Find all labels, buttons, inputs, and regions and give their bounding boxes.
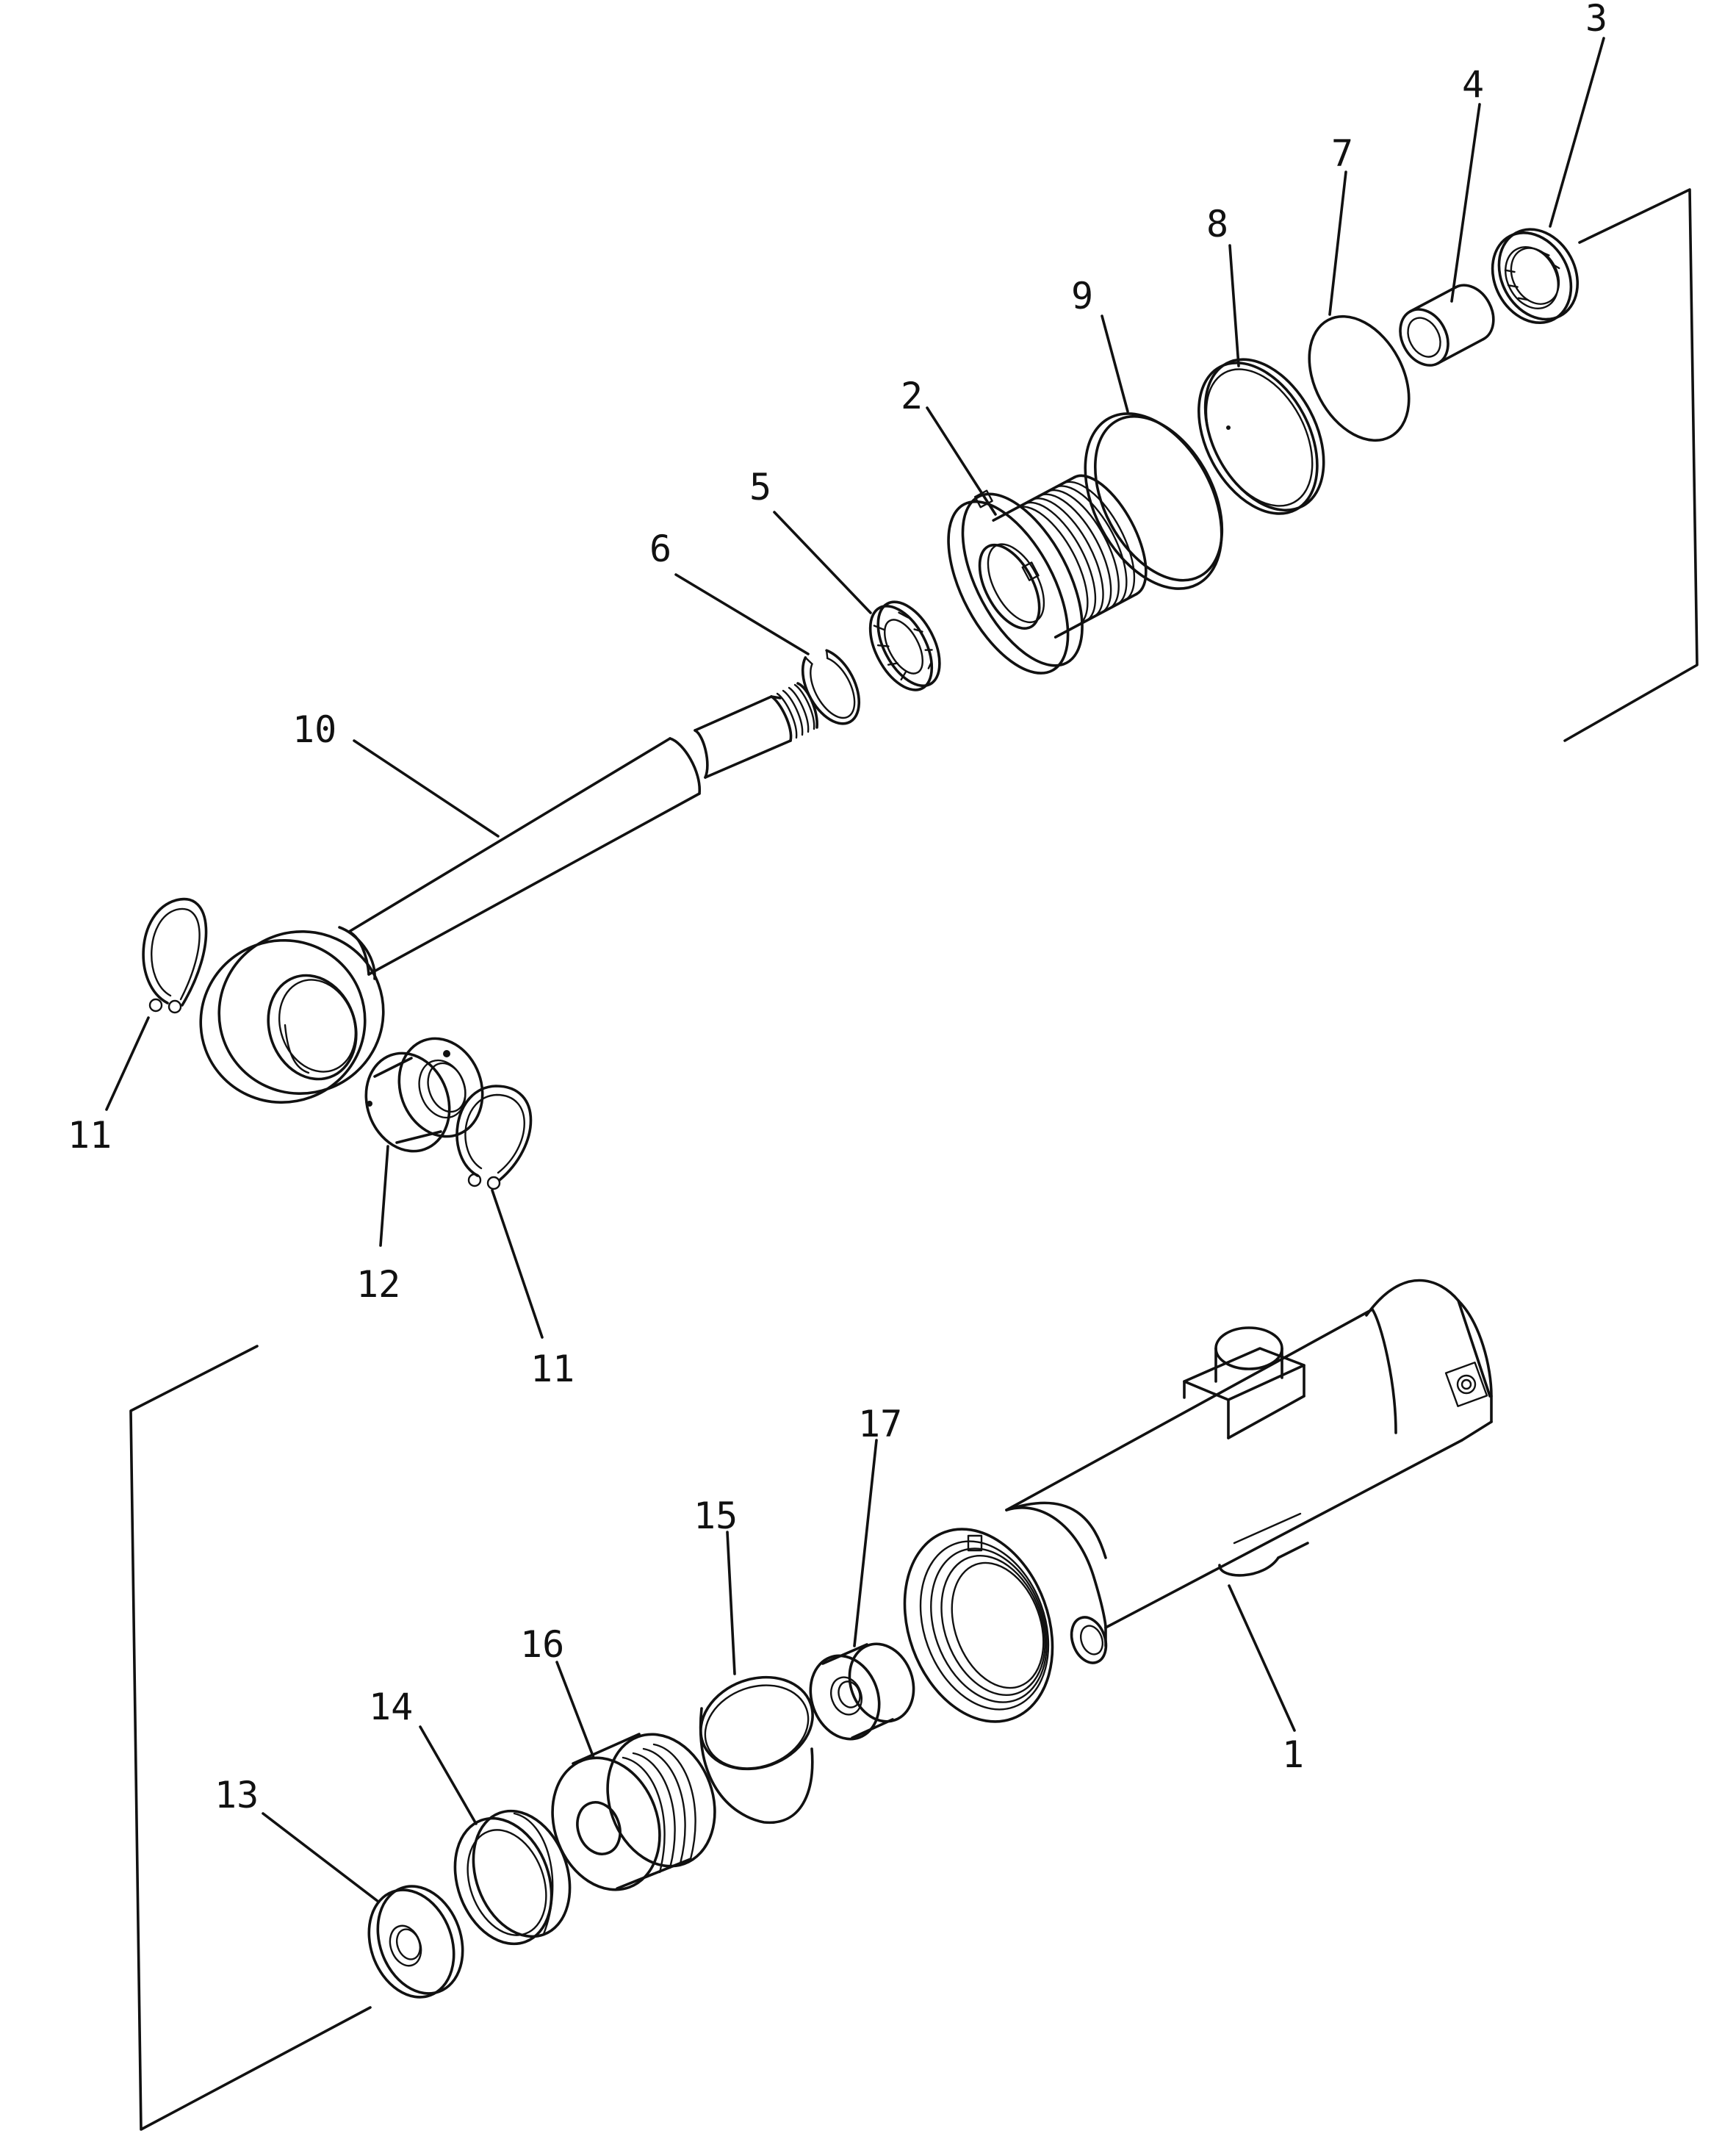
- callout-7: 7: [1331, 132, 1353, 175]
- callout-8: 8: [1206, 203, 1228, 245]
- callout-10: 10: [292, 708, 336, 751]
- callout-13: 13: [215, 1774, 259, 1816]
- piston-seal-part: [699, 1675, 814, 1825]
- cylinder-head-part: [947, 474, 1148, 675]
- callout-5: 5: [749, 466, 771, 508]
- retaining-ring-part-left: [142, 897, 208, 1014]
- callout-15: 15: [694, 1495, 738, 1537]
- spherical-bushing-part: [364, 1037, 484, 1153]
- callout-4: 4: [1462, 63, 1484, 106]
- callout-12: 12: [356, 1263, 400, 1306]
- callout-11-left: 11: [68, 1114, 112, 1157]
- callout-9: 9: [1071, 275, 1093, 317]
- callout-2: 2: [901, 375, 923, 417]
- callout-16: 16: [520, 1623, 564, 1666]
- o-ring-part: [1308, 314, 1411, 442]
- piston-rod-part: [199, 682, 818, 1104]
- bracket-lower: [129, 1345, 372, 2131]
- callout-6: 6: [649, 528, 671, 570]
- rod-seal-part: [868, 600, 941, 691]
- piston-nut-part: [809, 1642, 915, 1741]
- backup-ring-part: [1197, 358, 1325, 515]
- dust-seal-part: [1491, 228, 1580, 324]
- callout-labels: 1 2 3 4 5 6 7 8 9 10 11 11 12 13 14 15 1…: [68, 0, 1607, 1816]
- snap-ring-part: [801, 649, 861, 725]
- retaining-ring-part-right: [455, 1085, 533, 1190]
- leader-lines: [105, 37, 1605, 1903]
- callout-11-lower: 11: [530, 1348, 575, 1390]
- bracket-upper: [1563, 188, 1699, 742]
- callout-17: 17: [858, 1403, 902, 1445]
- callout-1: 1: [1282, 1733, 1304, 1776]
- callout-3: 3: [1585, 0, 1607, 40]
- wear-ring-part: [453, 1809, 572, 1946]
- head-o-ring-part: [1084, 412, 1224, 590]
- cylinder-tube-part: [903, 1279, 1493, 1723]
- bushing-part: [1399, 284, 1495, 367]
- washer-part: [367, 1885, 464, 1999]
- callout-14: 14: [369, 1686, 413, 1728]
